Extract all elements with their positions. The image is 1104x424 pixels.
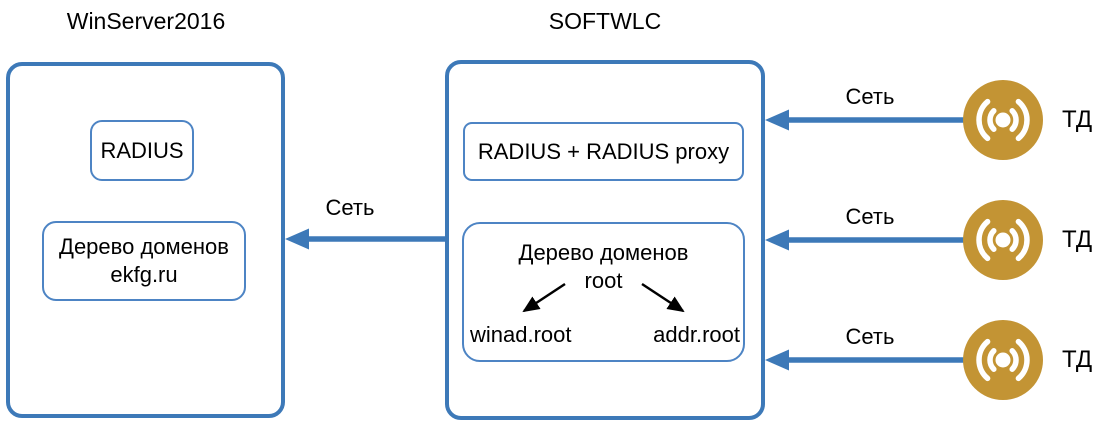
root-domain-tree-line1: Дерево доменов: [518, 240, 689, 265]
branch-arrow-right: [641, 282, 685, 313]
radius-label: RADIUS: [100, 137, 184, 163]
ekfg-domain-tree-node: Дерево доменов ekfg.ru: [42, 221, 246, 301]
ap3-to-softwlc-arrow: [765, 349, 965, 371]
ap1-link-label: Сеть: [845, 84, 895, 109]
root-domain-tree-line2: root: [584, 268, 623, 293]
wifi-broadcast-icon: [963, 200, 1043, 280]
ap1-label: ТД: [1062, 106, 1093, 133]
domain-tree-branch-arrows: [522, 282, 685, 313]
ap3-link-label: Сеть: [845, 324, 895, 349]
radius-node: RADIUS: [90, 120, 194, 181]
wifi-broadcast-icon: [963, 80, 1043, 160]
softwlc-to-winserver-arrow: [285, 228, 445, 250]
domain-child-winad: winad.root: [470, 322, 572, 347]
ekfg-domain-tree-line2: ekfg.ru: [110, 262, 178, 287]
ap2-to-softwlc-arrow: [765, 229, 965, 251]
radius-proxy-node: RADIUS + RADIUS proxy: [463, 122, 744, 181]
ekfg-domain-tree-line1: Дерево доменов: [59, 234, 229, 259]
radius-proxy-label: RADIUS + RADIUS proxy: [477, 138, 730, 164]
root-domain-tree-node: Дерево доменов root winad.root addr.root: [462, 222, 745, 362]
ap1-to-softwlc-arrow: [765, 109, 965, 131]
ap2-label: ТД: [1062, 226, 1093, 253]
softwlc-title: SOFTWLC: [548, 8, 662, 34]
winserver-title: WinServer2016: [66, 8, 226, 34]
ap2-link-label: Сеть: [845, 204, 895, 229]
wifi-broadcast-icon: [963, 320, 1043, 400]
branch-arrow-left: [522, 282, 566, 313]
link-softwlc-winserver-label: Сеть: [325, 195, 375, 220]
ap3-label: ТД: [1062, 346, 1093, 373]
domain-child-addr: addr.root: [653, 322, 740, 347]
